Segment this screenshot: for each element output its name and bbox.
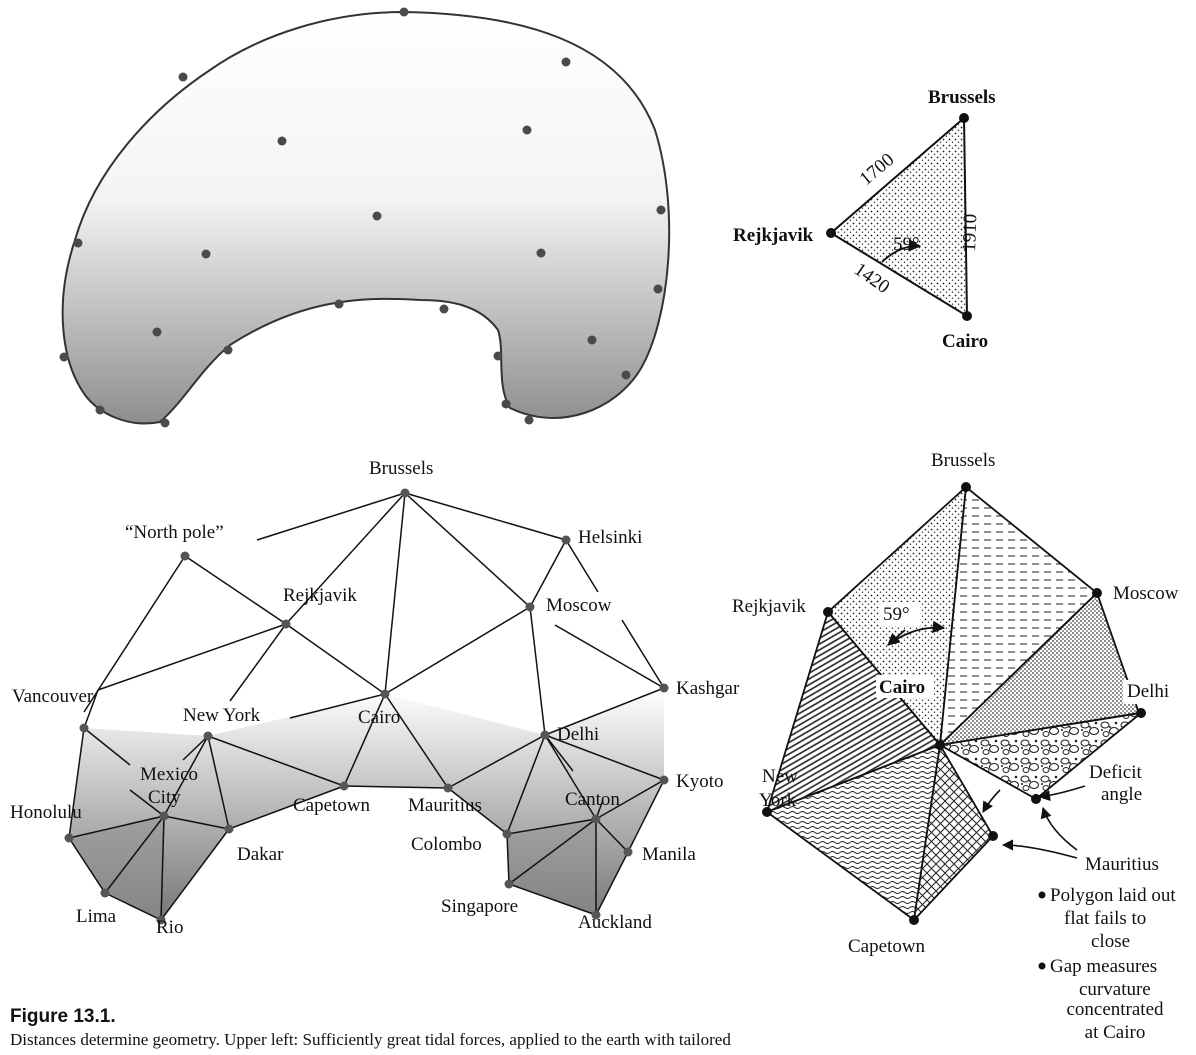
- triangle-label-brussels: Brussels: [928, 87, 996, 108]
- flattened-polygon: Brussels Rejkjavik Moscow Cairo Delhi Ne…: [732, 450, 1183, 957]
- flat-city-dots: [762, 482, 1146, 925]
- flat-label-new: New: [762, 766, 798, 787]
- net-label-lima: Lima: [76, 906, 117, 927]
- flat-label-capetown: Capetown: [848, 936, 926, 957]
- net-label-vancouver: Vancouver: [12, 686, 94, 707]
- net-label-auckland: Auckland: [578, 912, 652, 933]
- note-2-line-4: at Cairo: [1084, 1022, 1146, 1043]
- flat-label-cairo: Cairo: [879, 677, 925, 698]
- triangle-rejkjavik-dot: [826, 228, 836, 238]
- note-2-line-3: concentrated: [1066, 999, 1164, 1020]
- network-city-dots: [64, 488, 669, 925]
- triangle-diagram: Brussels Rejkjavik Cairo 1700 1910 1420 …: [733, 87, 996, 352]
- net-label-kyoto: Kyoto: [676, 771, 724, 792]
- net-label-canton: Canton: [565, 789, 620, 810]
- net-label-manila: Manila: [642, 844, 696, 865]
- net-label-delhi: Delhi: [557, 724, 599, 745]
- net-label-new-york: New York: [183, 705, 261, 726]
- deformed-earth-outline: [61, 10, 671, 425]
- flat-label-moscow: Moscow: [1113, 583, 1179, 604]
- net-label-honolulu: Honolulu: [10, 802, 82, 823]
- flat-label-york: York: [759, 790, 797, 811]
- flat-label-mauritius: Mauritius: [1085, 854, 1159, 875]
- net-label-colombo: Colombo: [411, 834, 482, 855]
- network-edges: [68, 492, 665, 921]
- deficit-angle-label: angle: [1101, 784, 1142, 805]
- net-label-singapore: Singapore: [441, 896, 518, 917]
- mauritius-arrow-lower: [1001, 839, 1078, 859]
- network-shaded-singapore: [507, 819, 596, 915]
- note-bullet-2: [1038, 962, 1046, 970]
- note-bullet-1: [1038, 891, 1046, 899]
- flat-angle-label-box: [880, 602, 920, 626]
- deformed-earth-drawing: [59, 7, 671, 428]
- wedge-delhi-mauritius: [937, 711, 1145, 801]
- mauritius-arrow-upper: [1040, 806, 1078, 851]
- triangle-distance-brussels-cairo: 1910: [959, 213, 981, 252]
- figure-artwork: Brussels Rejkjavik Cairo 1700 1910 1420 …: [10, 7, 1183, 1000]
- earth-city-dots: [59, 7, 666, 428]
- net-label-cairo: Cairo: [358, 707, 400, 728]
- note-2-line-2: curvature: [1079, 979, 1151, 1000]
- deficit-gap-arrow: [982, 789, 1001, 813]
- net-label-north-pole: “North pole”: [125, 522, 224, 543]
- flat-notes: Polygon laid out flat fails to close Gap…: [1038, 885, 1176, 1000]
- figure-title: Figure 13.1.: [10, 1006, 116, 1027]
- net-label-kashgar: Kashgar: [676, 678, 740, 699]
- note-2-line-1: Gap measures: [1050, 956, 1157, 977]
- triangle-angle-arc: [881, 239, 922, 263]
- net-label-brussels: Brussels: [369, 458, 433, 479]
- flat-angle-arc-start: [887, 629, 906, 646]
- wedge-capetown-mauritius: [912, 742, 995, 923]
- triangle-angle-label: 59°: [893, 234, 920, 255]
- triangulation-network: Brussels “North pole” Helsinki Rejkjavik…: [10, 458, 740, 938]
- flat-label-brussels: Brussels: [931, 450, 995, 471]
- net-label-mauritius: Mauritius: [408, 795, 482, 816]
- figure-caption: Distances determine geometry. Upper left…: [10, 1030, 731, 1049]
- net-label-dakar: Dakar: [237, 844, 284, 865]
- network-shaded-surface: [69, 688, 664, 920]
- deficit-label-arrow: [1038, 785, 1086, 802]
- triangle-label-rejkjavik: Rejkjavik: [733, 225, 814, 246]
- deficit-label: Deficit: [1089, 762, 1142, 783]
- network-shaded-lima: [69, 816, 164, 920]
- triangle-cairo-dot: [962, 311, 972, 321]
- note-1-line-1: Polygon laid out: [1050, 885, 1176, 906]
- flat-delhi-label-box: [1123, 680, 1183, 704]
- net-label-capetown: Capetown: [293, 795, 371, 816]
- flat-angle-label: 59°: [883, 604, 910, 625]
- net-label-rio: Rio: [156, 917, 183, 938]
- flat-label-delhi: Delhi: [1127, 681, 1169, 702]
- net-label-city: City: [148, 787, 181, 808]
- note-1-line-2: flat fails to: [1064, 908, 1146, 929]
- flat-label-rejkjavik: Rejkjavik: [732, 596, 806, 617]
- note-2-continued: concentrated at Cairo: [1040, 998, 1190, 1044]
- triangle-label-cairo: Cairo: [942, 331, 988, 352]
- triangle-brussels-dot: [959, 113, 969, 123]
- net-label-mexico: Mexico: [140, 764, 198, 785]
- net-label-rejkjavik: Rejkjavik: [283, 585, 357, 606]
- triangle-shape: [829, 115, 969, 318]
- note-1-line-3: close: [1091, 931, 1130, 952]
- flat-cairo-label-box: [876, 675, 934, 698]
- net-label-moscow: Moscow: [546, 595, 612, 616]
- net-label-helsinki: Helsinki: [578, 527, 642, 548]
